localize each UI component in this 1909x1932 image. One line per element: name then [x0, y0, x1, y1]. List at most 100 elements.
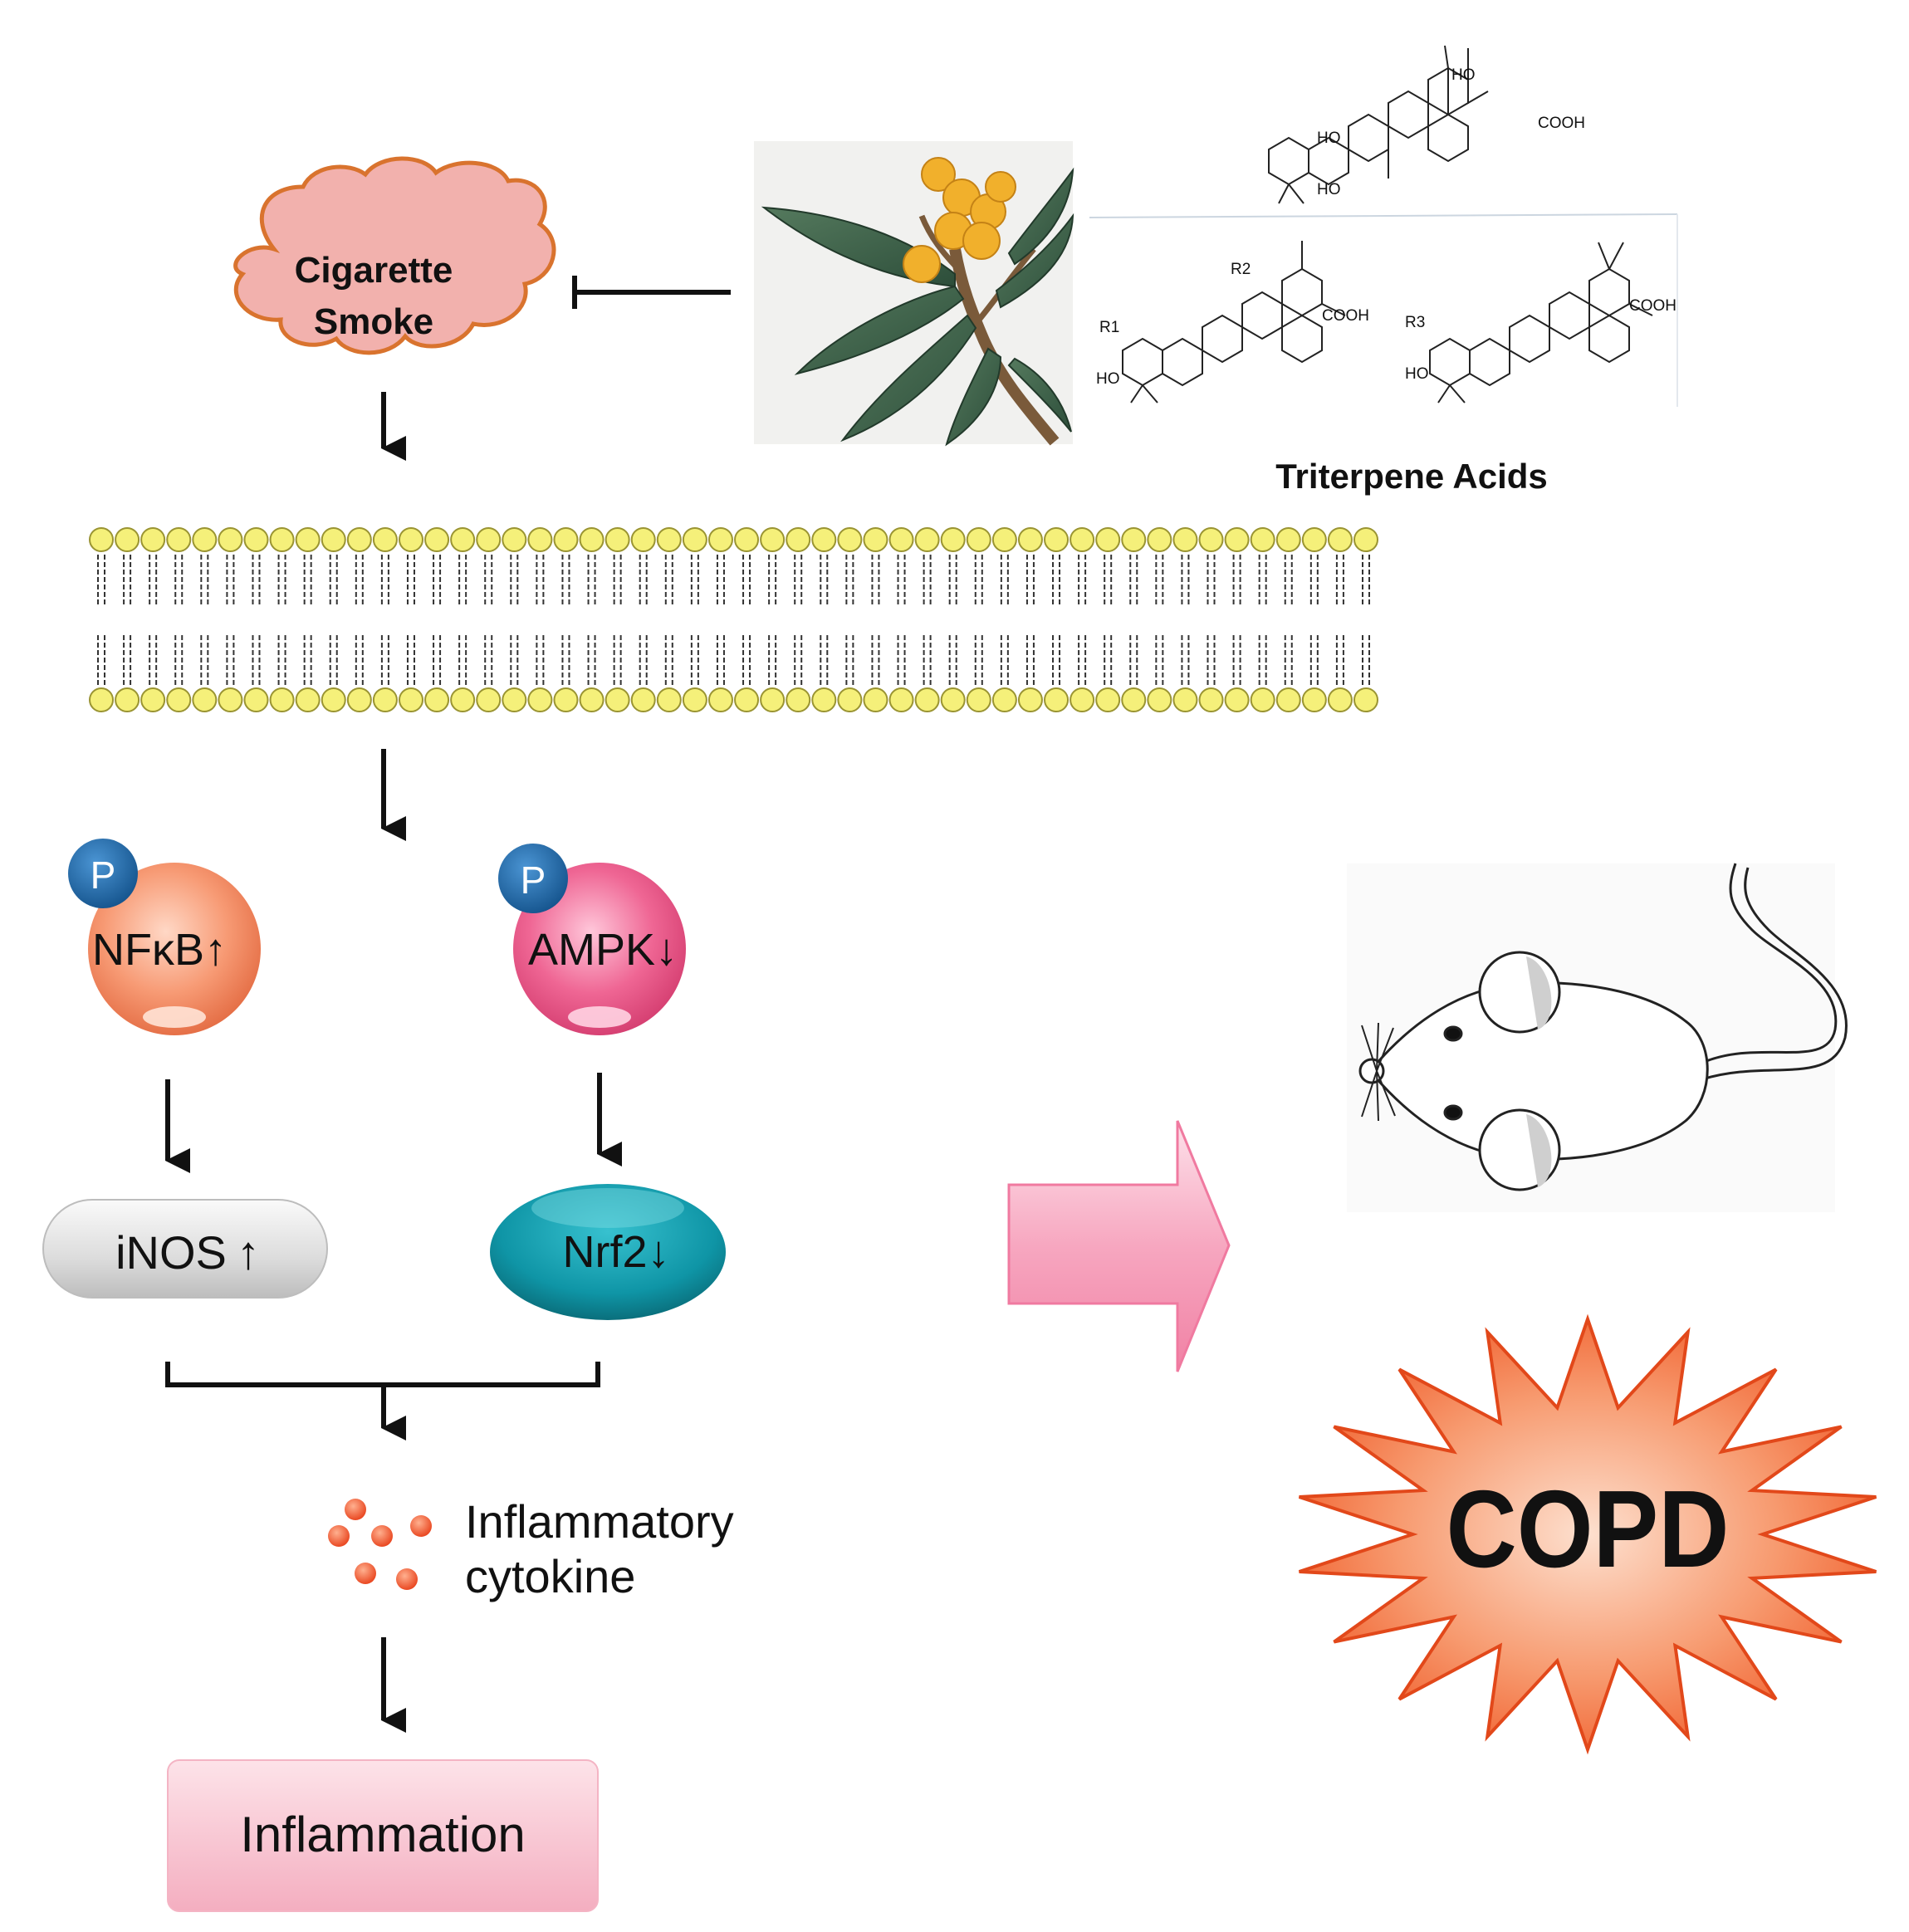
label-cooh-left: COOH	[1322, 307, 1369, 325]
lipid-head	[811, 527, 837, 552]
lipid-head	[398, 687, 423, 712]
lipid-head	[786, 527, 811, 552]
lipid-head	[553, 527, 579, 552]
lipid-head	[1224, 687, 1250, 712]
triterpene-structure-top	[1268, 45, 1489, 204]
inflammation-label: Inflammation	[240, 1807, 525, 1862]
inos-protein: iNOS↑	[42, 1199, 328, 1299]
lipid-head	[863, 687, 888, 712]
lipid-head	[760, 687, 786, 712]
lipid-head	[1172, 687, 1198, 712]
ampk-protein: AMPK↓	[513, 863, 686, 1035]
nfkb-phospho-label: P	[91, 854, 116, 897]
lipid-head	[1095, 527, 1121, 552]
inos-up-arrow: ↑	[237, 1226, 260, 1279]
svg-text:iNOS↑: iNOS↑	[115, 1226, 260, 1279]
lipid-head	[760, 527, 786, 552]
lipid-head	[450, 527, 476, 552]
lipid-head	[1353, 527, 1378, 552]
lipid-head	[656, 687, 682, 712]
lipid-head	[346, 527, 372, 552]
lipid-head	[1147, 527, 1172, 552]
lipid-head	[1172, 527, 1198, 552]
smoke-label-line1: Cigarette	[295, 250, 453, 291]
lipid-head	[1198, 527, 1224, 552]
lipid-head	[295, 527, 321, 552]
copd-label: COPD	[1446, 1468, 1730, 1591]
lipid-head	[502, 527, 527, 552]
structure-divider	[1089, 213, 1678, 218]
lipid-head	[656, 527, 682, 552]
lipid-head	[553, 687, 579, 712]
lipid-head	[269, 527, 295, 552]
label-ho-top-b: HO	[1317, 130, 1341, 147]
nrf2-label: Nrf2	[562, 1227, 647, 1277]
lipid-head	[888, 687, 914, 712]
lipid-head	[527, 687, 553, 712]
lipid-head	[707, 527, 733, 552]
inos-label: iNOS	[115, 1226, 227, 1279]
lipid-head	[734, 687, 760, 712]
lipid-head	[372, 527, 398, 552]
lipid-head	[1017, 687, 1043, 712]
svg-text:Nrf2↓: Nrf2↓	[562, 1227, 669, 1277]
lipid-head	[140, 687, 166, 712]
lipid-head	[476, 687, 502, 712]
lipid-head	[966, 527, 991, 552]
lipid-head	[166, 527, 192, 552]
lipid-head	[295, 687, 321, 712]
lipid-head	[682, 687, 707, 712]
cytokine-label-line1: Inflammatory	[465, 1495, 734, 1548]
lipid-head	[192, 687, 218, 712]
lipid-head	[1017, 527, 1043, 552]
nfkb-protein: NFκB↑	[88, 863, 261, 1035]
lipid-head	[1044, 527, 1070, 552]
lipid-head	[1327, 687, 1353, 712]
label-cooh-right: COOH	[1629, 297, 1676, 315]
lipid-head	[914, 687, 940, 712]
lipid-head	[630, 687, 656, 712]
lipid-head	[166, 687, 192, 712]
lipid-head	[1044, 687, 1070, 712]
lipid-head	[991, 687, 1017, 712]
lipid-head	[527, 527, 553, 552]
copd-burst: COPD	[1298, 1313, 1877, 1755]
lipid-head	[940, 527, 966, 552]
nfkb-label: NFκB	[92, 925, 204, 975]
smoke-label-line2: Smoke	[314, 301, 433, 342]
nfkb-up-arrow: ↑	[204, 925, 227, 975]
lipid-head	[1275, 527, 1301, 552]
lipid-head	[991, 527, 1017, 552]
inflammation-box: Inflammation	[167, 1759, 599, 1912]
lipid-head	[811, 687, 837, 712]
lipid-head	[346, 687, 372, 712]
lipid-head	[1198, 687, 1224, 712]
lipid-head	[1301, 527, 1327, 552]
lipid-head	[450, 687, 476, 712]
nrf2-down-arrow: ↓	[648, 1227, 670, 1277]
lipid-head	[682, 527, 707, 552]
lipid-head	[888, 527, 914, 552]
lipid-head	[579, 527, 605, 552]
inhibition-line	[572, 276, 731, 309]
lipid-head	[218, 687, 243, 712]
lipid-head	[1121, 527, 1147, 552]
mouse-illustration	[1347, 863, 1848, 1212]
lipid-head	[115, 527, 140, 552]
lipid-head	[321, 527, 346, 552]
ampk-phospho-label: P	[521, 858, 546, 902]
lipid-head	[398, 527, 423, 552]
ampk-label: AMPK	[528, 925, 655, 975]
converge-bracket	[165, 1362, 600, 1387]
label-r2: R2	[1231, 261, 1251, 278]
label-ho-top-c: HO	[1317, 181, 1341, 198]
lipid-head	[1224, 527, 1250, 552]
lipid-head	[243, 687, 269, 712]
lipid-head	[707, 687, 733, 712]
cytokine-label-line2: cytokine	[465, 1550, 635, 1602]
svg-text:AMPK↓: AMPK↓	[528, 925, 678, 975]
lipid-head	[476, 527, 502, 552]
label-ho-left: HO	[1096, 370, 1120, 388]
lipid-head	[89, 687, 114, 712]
